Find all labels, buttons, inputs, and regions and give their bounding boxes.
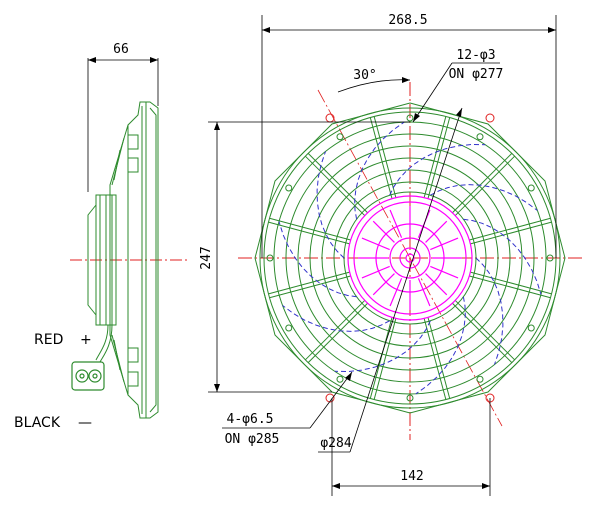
callout-inner-diameter: φ284 [318,107,463,453]
callout-small-holes-pcd: ON φ277 [449,67,504,82]
dim-angle-label: 30° [353,68,376,83]
dimension-width-side: 66 [87,42,159,192]
dim-width-side-label: 66 [113,42,129,57]
callout-large-holes-pcd: ON φ285 [225,432,280,447]
dimension-angle: 30° [337,68,411,93]
front-view [238,82,585,440]
black-wire-label: BLACK [14,415,61,431]
dimension-mount-spacing: 142 [331,398,491,496]
red-wire-label: RED [34,332,63,348]
callout-small-holes: 12-φ3 ON φ277 [412,48,504,123]
callout-small-holes-count: 12-φ3 [456,48,495,63]
dim-mount-spacing-label: 142 [400,469,423,484]
callout-inner-diameter-label: φ284 [320,436,351,451]
callout-large-holes: 4-φ6.5 ON φ285 [222,371,353,447]
side-view [70,101,190,419]
dimension-diameter-total: 268.5 [261,13,557,258]
dimension-height: 247 [199,121,410,393]
callout-large-holes-count: 4-φ6.5 [227,412,274,427]
dim-height-label: 247 [199,246,214,269]
wire-connector-icon [71,361,105,391]
red-wire-sign: + [80,332,92,348]
dim-diameter-total-label: 268.5 [388,13,427,28]
black-wire-sign: — [78,415,92,431]
wire-labels: RED + BLACK — [14,332,92,431]
